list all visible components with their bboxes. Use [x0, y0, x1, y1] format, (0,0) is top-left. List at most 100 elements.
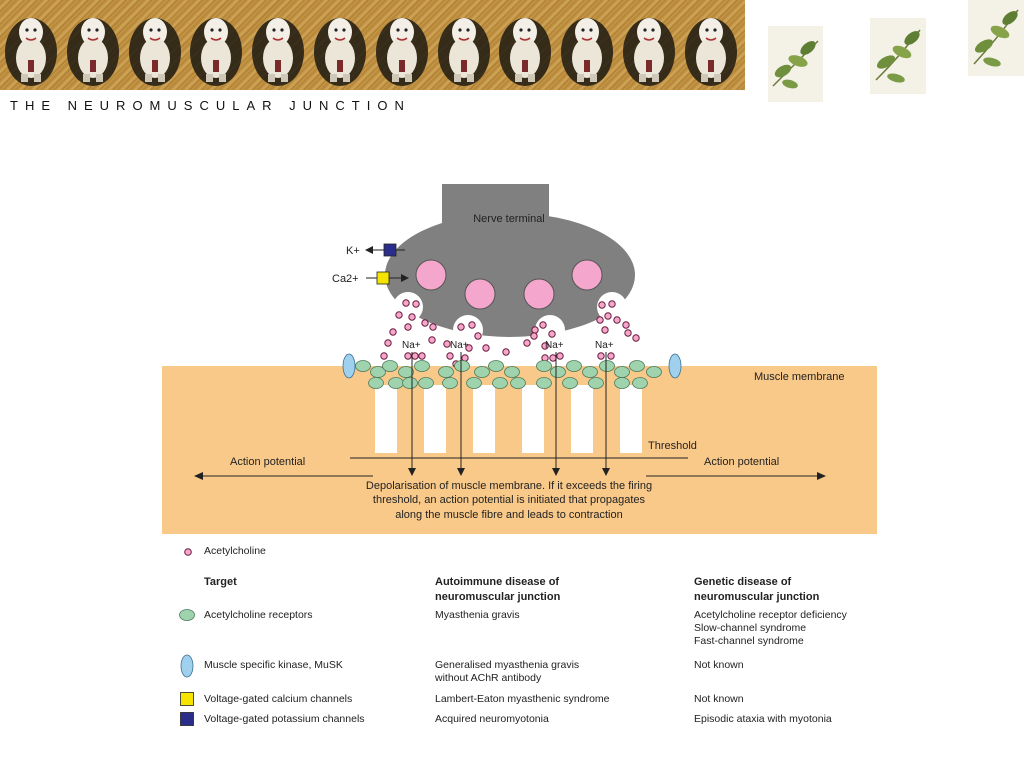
- acetylcholine-molecule: [408, 313, 416, 321]
- acetylcholine-molecule: [421, 319, 429, 327]
- row-autoimmune-3: Lambert-Eaton myasthenic syndrome: [435, 693, 610, 705]
- acetylcholine-receptor: [402, 377, 418, 389]
- acetylcholine-receptor: [632, 377, 648, 389]
- na-label-1: Na+: [402, 340, 421, 351]
- acetylcholine-molecule: [607, 352, 615, 360]
- k-label: K+: [346, 245, 360, 257]
- muscle-membrane-label: Muscle membrane: [754, 371, 844, 383]
- banner-figure: [557, 6, 617, 88]
- nerve-terminal: [385, 184, 635, 345]
- acetylcholine-receptor: [382, 360, 398, 372]
- nerve-terminal-label: Nerve terminal: [473, 213, 545, 225]
- acetylcholine-receptor: [398, 366, 414, 378]
- acetylcholine-receptor: [599, 360, 615, 372]
- acetylcholine-molecule: [608, 300, 616, 308]
- acetylcholine-molecule: [482, 344, 490, 352]
- acetylcholine-molecule: [457, 323, 465, 331]
- acetylcholine-molecule: [624, 329, 632, 337]
- banner-figure: [125, 6, 185, 88]
- acetylcholine-molecule: [395, 311, 403, 319]
- acetylcholine-molecule: [604, 312, 612, 320]
- depolarisation-text-2: threshold, an action potential is initia…: [373, 494, 646, 506]
- acetylcholine-receptor: [504, 366, 520, 378]
- acetylcholine-molecule: [548, 330, 556, 338]
- acetylcholine-receptor: [355, 360, 371, 372]
- acetylcholine-molecule: [384, 339, 392, 347]
- acetylcholine-receptor: [488, 360, 504, 372]
- plant-image-1: [768, 26, 823, 102]
- acetylcholine-molecules: [380, 299, 640, 368]
- acetylcholine-receptor: [614, 377, 630, 389]
- acetylcholine-molecule: [632, 334, 640, 342]
- calcium-channel: [366, 271, 409, 285]
- potassium-channel: [365, 243, 405, 257]
- acetylcholine-molecule: [404, 323, 412, 331]
- row-genetic-2: Not known: [694, 659, 744, 671]
- acetylcholine-receptor: [510, 377, 526, 389]
- acetylcholine-receptor: [466, 377, 482, 389]
- acetylcholine-molecule: [446, 352, 454, 360]
- potassium-channel-icon: [180, 712, 194, 726]
- acetylcholine-receptor: [646, 366, 662, 378]
- header-banner: [0, 0, 745, 90]
- acetylcholine-receptor: [388, 377, 404, 389]
- genetic-header: Genetic disease of neuromuscular junctio…: [694, 576, 820, 603]
- acetylcholine-receptor: [582, 366, 598, 378]
- musk-left: [342, 353, 356, 379]
- acetylcholine-receptor: [414, 360, 430, 372]
- acetylcholine-legend-icon: [184, 548, 192, 556]
- row-target-4: Voltage-gated potassium channels: [204, 713, 365, 725]
- na-label-3: Na+: [545, 340, 564, 351]
- acetylcholine-receptor: [562, 377, 578, 389]
- action-potential-right-arrowhead: [817, 472, 826, 480]
- acetylcholine-receptor: [442, 377, 458, 389]
- acetylcholine-molecule: [429, 323, 437, 331]
- acetylcholine-receptor: [418, 377, 434, 389]
- acetylcholine-molecule: [598, 301, 606, 309]
- acetylcholine-molecule: [412, 300, 420, 308]
- row-target-3: Voltage-gated calcium channels: [204, 693, 353, 705]
- synaptic-vesicles: [415, 259, 603, 310]
- acetylcholine-receptor: [454, 360, 470, 372]
- banner-figure: [619, 6, 679, 88]
- depolarisation-text-3: along the muscle fibre and leads to cont…: [395, 509, 622, 521]
- acetylcholine-molecule: [541, 342, 549, 350]
- muscle-block: [162, 366, 877, 534]
- acetylcholine-molecule: [389, 328, 397, 336]
- acetylcholine-molecule: [601, 326, 609, 334]
- acetylcholine-molecule: [556, 352, 564, 360]
- acetylcholine-receptor: [368, 377, 384, 389]
- banner-figure: [372, 6, 432, 88]
- acetylcholine-molecule: [418, 352, 426, 360]
- acetylcholine-molecule: [404, 352, 412, 360]
- banner-figure: [495, 6, 555, 88]
- acetylcholine-molecule: [443, 340, 451, 348]
- acetylcholine-molecule: [402, 299, 410, 307]
- row-genetic-3: Not known: [694, 693, 744, 705]
- acetylcholine-molecule: [465, 344, 473, 352]
- acetylcholine-receptor: [536, 360, 552, 372]
- acetylcholine-molecule: [622, 321, 630, 329]
- threshold-label: Threshold: [648, 440, 697, 452]
- acetylcholine-molecule: [530, 332, 538, 340]
- junctional-folds: [375, 385, 642, 453]
- receptor-icon: [179, 609, 195, 621]
- acetylcholine-molecule: [523, 339, 531, 347]
- na-label-4: Na+: [595, 340, 614, 351]
- acetylcholine-receptor: [629, 360, 645, 372]
- acetylcholine-molecule: [596, 316, 604, 324]
- row-target-2: Muscle specific kinase, MuSK: [204, 659, 343, 671]
- musk-right: [668, 353, 682, 379]
- acetylcholine-molecule: [468, 321, 476, 329]
- na-label-2: Na+: [450, 340, 469, 351]
- plant-image-2: [870, 18, 926, 94]
- acetylcholine-receptor: [614, 366, 630, 378]
- acetylcholine-molecule: [502, 348, 510, 356]
- acetylcholine-receptors: [355, 360, 662, 389]
- acetylcholine-molecule: [380, 352, 388, 360]
- target-header: Target: [204, 576, 237, 588]
- row-autoimmune-1: Myasthenia gravis: [435, 609, 520, 621]
- slide-title: THE NEUROMUSCULAR JUNCTION: [10, 98, 411, 113]
- banner-figure: [1, 6, 61, 88]
- banner-figure: [63, 6, 123, 88]
